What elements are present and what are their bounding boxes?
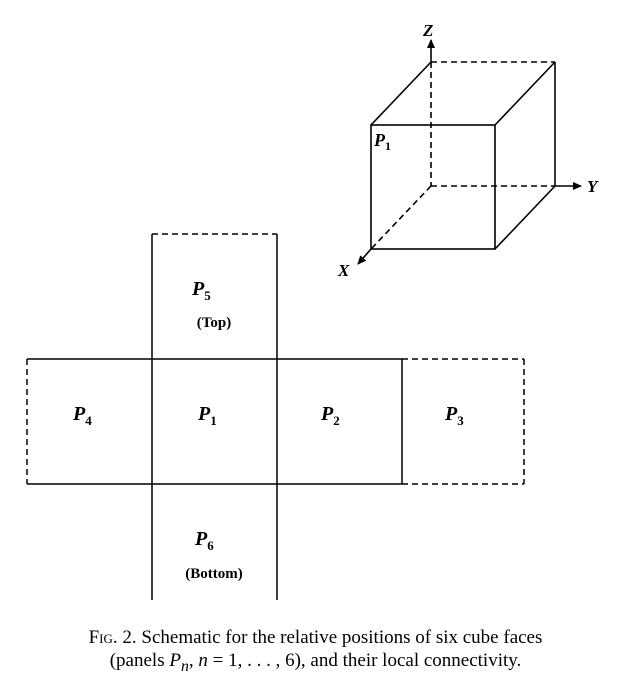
- cube-face-label: P1: [373, 130, 391, 153]
- cube-axes: [357, 39, 582, 265]
- panel-p6: P6 (Bottom): [185, 528, 242, 582]
- cube-edge: [494, 61, 556, 126]
- panel-label: P1: [197, 403, 217, 428]
- caption-line-1: Fig. 2. Schematic for the relative posit…: [0, 626, 631, 649]
- caption-var-p: P: [169, 650, 181, 671]
- caption-var-n: n: [180, 657, 189, 675]
- cube-edge: [494, 185, 556, 250]
- cube-face-label-sub: 1: [385, 139, 391, 153]
- caption-line-2: (panels Pn, n = 1, . . . , 6), and their…: [0, 649, 631, 678]
- y-axis-label: Y: [587, 177, 599, 196]
- caption-fig-number: Fig. 2.: [88, 627, 137, 648]
- panel-label: P6: [194, 528, 214, 553]
- cube-net: [26, 233, 525, 600]
- caption-text-2b: ,: [188, 650, 199, 671]
- cube-face-label-base: P: [373, 130, 386, 150]
- panel-label: P3: [444, 403, 464, 428]
- cube-front-face: [370, 124, 496, 250]
- figure-caption: Fig. 2. Schematic for the relative posit…: [0, 626, 631, 678]
- panel-label: P4: [72, 403, 92, 428]
- z-axis-label: Z: [422, 21, 433, 40]
- cube-face-diagram: Z Y X P1 P5 (Top) P4 P1: [26, 21, 599, 600]
- panel-p1: P1: [197, 403, 217, 428]
- panel-p3: P3: [444, 403, 464, 428]
- cube-edge: [370, 61, 432, 126]
- cube-3d: [370, 61, 556, 250]
- panel-desc: (Top): [197, 315, 231, 331]
- caption-text-2c: = 1, . . . , 6), and their local connect…: [207, 650, 522, 671]
- cube-hidden-edge: [370, 185, 432, 250]
- panel-desc: (Bottom): [185, 566, 242, 582]
- panel-p5: P5 (Top): [191, 278, 231, 331]
- caption-var-n2: n: [198, 650, 208, 671]
- x-axis: [357, 248, 372, 265]
- caption-text-1: Schematic for the relative positions of …: [136, 627, 543, 648]
- caption-text-2a: (panels: [109, 650, 170, 671]
- panel-p4: P4: [72, 403, 92, 428]
- panel-label: P5: [191, 278, 211, 303]
- panel-p2: P2: [320, 403, 340, 428]
- x-axis-label: X: [337, 261, 350, 280]
- panel-label: P2: [320, 403, 340, 428]
